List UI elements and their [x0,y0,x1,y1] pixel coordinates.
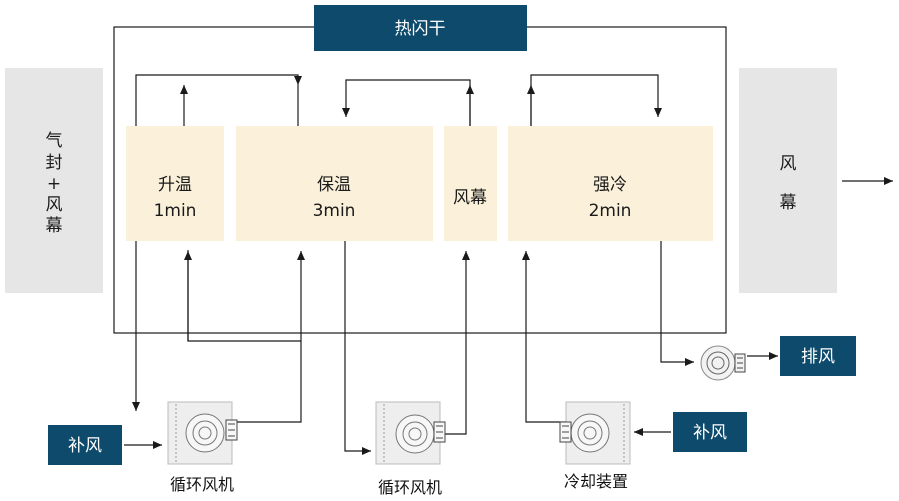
left-seal-block [5,68,103,293]
right-curtain-block [739,68,837,293]
supply-left-tag-text: 补风 [68,436,102,456]
cool-top-loop [530,74,662,126]
title-text: 热闪干 [395,19,446,39]
supply-left-tag [48,425,122,465]
heatup-bottom-loop [187,250,301,342]
supply-right-tag [673,412,747,452]
left-seal-char-1: 气 [46,131,63,151]
circulation-fan-1-label: 循环风机 [170,475,234,494]
circulation-fan-2-icon [375,401,446,465]
fan1-return-line [237,251,305,423]
title-banner [314,5,527,51]
exhaust-line [660,241,694,366]
zone-curtain [444,126,497,241]
zone-hold-name: 保温 [317,175,351,195]
left-seal-char-3: + [47,174,61,194]
zone-cool-name: 强冷 [593,175,627,195]
zone-heatup [126,126,224,241]
supply-right-tag-text: 补风 [693,423,727,443]
zone-curtain-name: 风幕 [453,188,487,208]
exhaust-tag [780,336,856,376]
hold-to-fan2-line [344,241,371,455]
zone-cool [508,126,713,241]
fan2-return-line [444,251,470,435]
zone-heatup-time: 1min [154,201,197,221]
right-curtain-char-1: 风 [780,154,797,174]
cooler-feed-line [522,251,571,423]
cooling-unit-icon [559,401,631,465]
zone-cool-time: 2min [589,201,632,221]
zone-hold [236,126,433,241]
zone-hold-time: 3min [313,201,356,221]
zone-heatup-name: 升温 [158,175,192,195]
heatup-top-loop [135,74,302,126]
left-seal-char-5: 幕 [46,216,63,236]
right-curtain-char-2: 幕 [780,193,797,213]
cooling-unit-label: 冷却装置 [564,472,628,491]
circulation-fan-2-label: 循环风机 [378,478,442,497]
hold-curtain-top-loop [342,79,471,126]
exhaust-tag-text: 排风 [801,347,835,367]
left-seal-char-4: 风 [46,195,63,215]
exhaust-fan-icon [700,345,746,381]
left-seal-char-2: 封 [46,153,63,173]
circulation-fan-1-icon [167,401,238,465]
